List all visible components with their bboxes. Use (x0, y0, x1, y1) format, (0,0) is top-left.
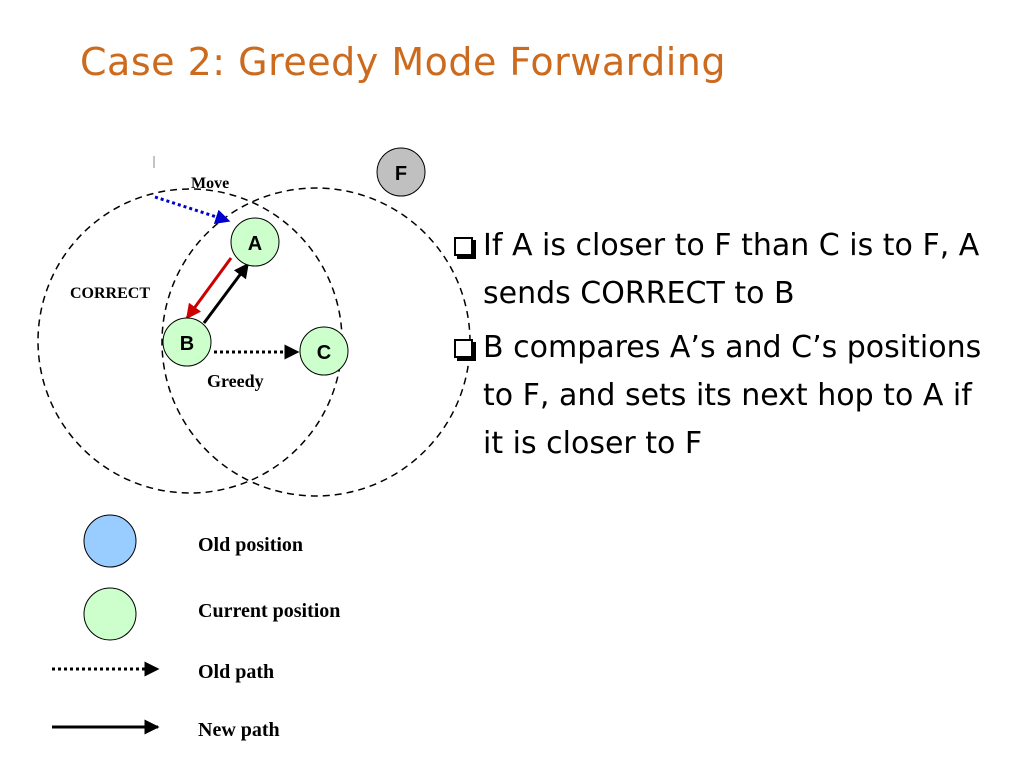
checkbox-bullet-icon (454, 237, 473, 256)
bullet-text: B compares A’s and C’s positions to F, a… (483, 330, 982, 461)
legend-old-position-label: Old position (198, 534, 304, 556)
legend-current-position-label: Current position (198, 600, 341, 622)
node-f-label: F (395, 163, 407, 185)
legend-old-position-swatch (83, 514, 137, 568)
move-label: Move (191, 175, 229, 192)
legend-current-position-swatch (83, 587, 137, 641)
bullet-item: If A is closer to F than C is to F, A se… (448, 222, 988, 318)
new-path-arrow (202, 262, 250, 324)
bullet-item: B compares A’s and C’s positions to F, a… (448, 324, 988, 468)
correct-arrow (185, 257, 233, 320)
correct-label: CORRECT (70, 285, 150, 302)
checkbox-bullet-icon (454, 339, 473, 358)
bullet-list: If A is closer to F than C is to F, A se… (448, 222, 988, 468)
node-a-label: A (248, 233, 262, 255)
bullet-text: If A is closer to F than C is to F, A se… (483, 228, 980, 311)
greedy-label: Greedy (207, 371, 264, 391)
node-b: B (162, 317, 212, 367)
move-arrow (154, 195, 231, 224)
slide-title: Case 2: Greedy Mode Forwarding (80, 40, 727, 84)
node-c-label: C (317, 342, 331, 364)
node-c: C (299, 326, 349, 376)
node-b-label: B (180, 333, 194, 355)
node-f: F (376, 147, 426, 197)
legend-new-path-label: New path (198, 719, 280, 741)
node-a: A (230, 217, 280, 267)
legend-old-path-label: Old path (198, 661, 275, 683)
